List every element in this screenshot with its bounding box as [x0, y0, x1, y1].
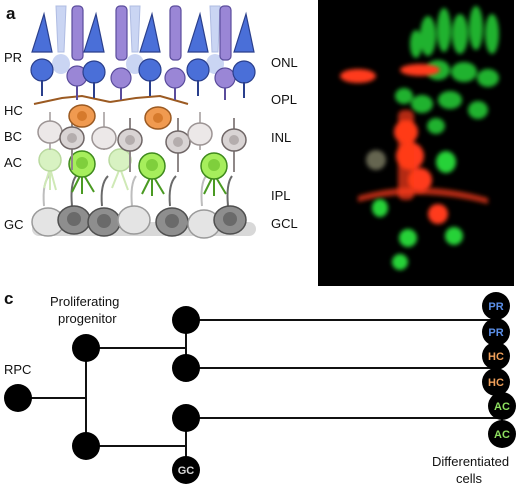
panel-a-letter: a [6, 4, 16, 23]
svg-text:PR: PR [488, 301, 503, 313]
differentiated-label-line1: Differentiated [432, 454, 509, 469]
label-inl: INL [271, 130, 292, 145]
ac-leaf-node: AC [488, 392, 516, 420]
red-clone-cells [394, 110, 448, 224]
hc-leaf-node: HC [482, 342, 510, 370]
svg-text:PR: PR [488, 327, 503, 339]
pr-leaf-node: PR [482, 318, 510, 346]
ac-leaf-node: AC [488, 420, 516, 448]
amacrine-cell [138, 152, 166, 196]
label-onl: ONL [271, 55, 298, 70]
ganglion-cell-layer [31, 174, 256, 239]
bipolar-cell [91, 112, 117, 150]
label-pr: PR [4, 50, 23, 65]
bipolar-cell [165, 118, 191, 172]
cone-photoreceptor [82, 11, 106, 98]
horizontal-cell [144, 106, 172, 130]
gc-leaf-node: GC [172, 456, 200, 484]
label-bc: BC [4, 129, 23, 144]
bipolar-cell [221, 118, 247, 172]
amacrine-cell [38, 148, 62, 191]
ganglion-cell [117, 175, 151, 235]
label-opl: OPL [271, 92, 298, 107]
label-gcl: GCL [271, 216, 298, 231]
bipolar-cell [117, 118, 143, 172]
label-ipl: IPL [271, 188, 291, 203]
red-horizontal-processes [340, 64, 488, 204]
fluorescence-micrograph [318, 0, 514, 286]
hc-leaf-node: HC [482, 368, 510, 396]
ganglion-cell [57, 175, 91, 235]
bipolar-cell [187, 112, 213, 150]
progenitor-node [72, 432, 100, 460]
bipolar-cell [37, 112, 63, 150]
green-inner-cells [366, 150, 463, 270]
amacrine-cell [68, 150, 96, 194]
label-ac: AC [4, 155, 23, 170]
label-gc: GC [4, 217, 24, 232]
progenitor-node [172, 404, 200, 432]
ganglion-cell [155, 175, 189, 237]
svg-text:AC: AC [494, 401, 510, 413]
cone-photoreceptor [138, 11, 162, 96]
micrograph-image [340, 6, 499, 270]
horizontal-cell [68, 104, 96, 128]
horizontal-cell-layer [33, 94, 189, 130]
ganglion-cell [87, 175, 121, 237]
bipolar-cell-layer [37, 112, 247, 172]
cone-photoreceptor [232, 11, 256, 98]
svg-text:HC: HC [488, 377, 504, 389]
rod-photoreceptor [214, 5, 236, 100]
svg-text:GC: GC [178, 465, 195, 477]
svg-text:AC: AC [494, 429, 510, 441]
cone-photoreceptor [30, 11, 54, 96]
photoreceptor-layer [30, 5, 256, 100]
rod-photoreceptor [164, 5, 186, 100]
svg-text:HC: HC [488, 351, 504, 363]
differentiated-label-line2: cells [456, 471, 483, 486]
progenitor-node [72, 334, 100, 362]
progenitor-label-line1: Proliferating [50, 294, 119, 309]
cone-photoreceptor [186, 11, 210, 96]
progenitor-node [172, 354, 200, 382]
ganglion-cell [187, 175, 221, 239]
label-hc: HC [4, 103, 23, 118]
green-photoreceptor-signal [395, 6, 499, 134]
rod-photoreceptor [110, 5, 132, 100]
rpc-node [4, 384, 32, 412]
progenitor-node [172, 306, 200, 334]
amacrine-cell-layer [38, 148, 228, 196]
amacrine-cell [200, 152, 228, 196]
rod-photoreceptor [66, 5, 88, 100]
bipolar-cell [59, 118, 85, 170]
panel-c-letter: c [4, 289, 14, 308]
amacrine-cell [108, 148, 132, 191]
rpc-label: RPC [4, 362, 31, 377]
horizontal-cell-processes [33, 94, 189, 105]
pr-leaf-node: PR [482, 292, 510, 320]
progenitor-label-line2: progenitor [58, 311, 117, 326]
retina-schematic [30, 5, 256, 239]
ganglion-cell [213, 175, 247, 235]
lineage-tree: GC PR PR HC HC AC AC RPC Proliferating p… [4, 292, 516, 486]
